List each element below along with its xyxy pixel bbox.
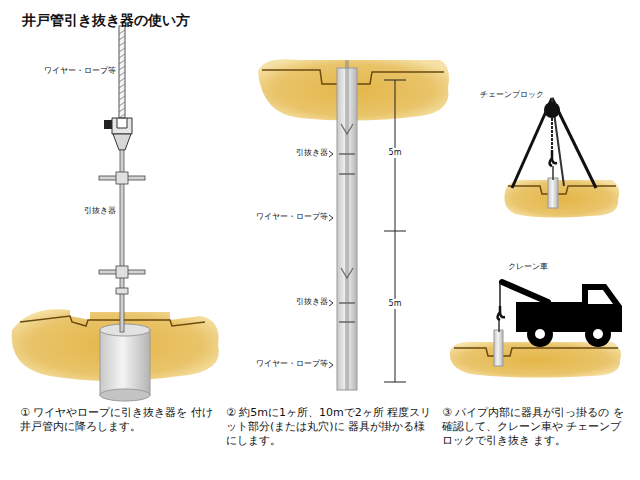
rope-strand bbox=[119, 72, 125, 76]
panel-two bbox=[258, 59, 449, 390]
ground bbox=[450, 342, 621, 378]
wheel-hub bbox=[535, 329, 545, 339]
rope-twist bbox=[119, 30, 125, 118]
shackle bbox=[112, 118, 132, 134]
part-label: チェーンブロック bbox=[468, 90, 544, 100]
wire-rope bbox=[498, 320, 500, 332]
rope-strand bbox=[119, 42, 125, 46]
dimension-label: 5m bbox=[385, 299, 405, 309]
step-caption: ③ パイプ内部に器具が引っ掛るの を確認して、クレーン車や チェーンブロックで引… bbox=[442, 406, 630, 447]
part-label: ワイヤー・ロープ等 bbox=[236, 359, 328, 369]
hook bbox=[498, 306, 506, 320]
wire-rope bbox=[552, 166, 554, 180]
rope-strand bbox=[119, 84, 125, 88]
wire-rope bbox=[119, 26, 125, 118]
upper-collar bbox=[116, 172, 128, 184]
rope-strand bbox=[119, 102, 125, 106]
dimension-tick bbox=[384, 80, 406, 81]
dimension-label: 5m bbox=[385, 148, 405, 158]
part-label: ワイヤー・ロープ等 bbox=[236, 212, 328, 222]
part-label: ワイヤー・ロープ等 bbox=[30, 66, 116, 76]
ground bbox=[504, 180, 619, 218]
part-label: 引抜き器 bbox=[260, 297, 328, 307]
wheel bbox=[585, 321, 611, 347]
well-pipe bbox=[494, 330, 503, 366]
pipe-bottom bbox=[100, 389, 150, 401]
hook bbox=[550, 150, 558, 166]
panel-three-crane bbox=[450, 282, 622, 378]
wire-rope bbox=[348, 60, 349, 390]
cab-window bbox=[588, 290, 613, 304]
panel-one bbox=[12, 26, 219, 401]
well-pipe bbox=[337, 68, 357, 390]
extractor-bar bbox=[339, 302, 355, 304]
rope-strand bbox=[119, 36, 125, 40]
rope-strand bbox=[119, 30, 125, 34]
chain-block bbox=[544, 102, 560, 118]
step-caption: ② 約5mに1ヶ所、10mで2ヶ所 程度スリット部分(または丸穴)に 器具が掛か… bbox=[226, 406, 434, 447]
rope-strand bbox=[119, 90, 125, 94]
ground-edge bbox=[508, 186, 616, 194]
wheel bbox=[527, 321, 553, 347]
rope-strand bbox=[119, 78, 125, 82]
stop-collar bbox=[116, 288, 128, 294]
rope-strand bbox=[119, 54, 125, 58]
well-pipe bbox=[100, 330, 150, 395]
extractor-head bbox=[341, 268, 353, 278]
crane-cable bbox=[499, 283, 501, 306]
panel-three-chain-block bbox=[504, 98, 619, 218]
rope-strand bbox=[119, 108, 125, 112]
chain bbox=[551, 118, 553, 150]
pipe-mouth bbox=[100, 324, 150, 336]
extractor-bar bbox=[339, 173, 355, 175]
dimension-tick bbox=[384, 231, 406, 232]
extractor-bar bbox=[339, 321, 355, 323]
well-pipe bbox=[548, 178, 558, 208]
part-label: クレーン車 bbox=[508, 262, 578, 272]
lower-collar bbox=[116, 266, 128, 278]
crane-boom bbox=[502, 282, 548, 302]
funnel-head bbox=[113, 134, 131, 150]
part-label: 引抜き器 bbox=[260, 148, 328, 158]
shackle-bolt bbox=[104, 120, 112, 129]
part-label: 引抜き器 bbox=[56, 206, 116, 216]
wire-rope bbox=[346, 60, 347, 390]
extractor-bar bbox=[339, 153, 355, 155]
wheel-hub bbox=[593, 329, 603, 339]
step-caption: ① ワイヤやロープに引き抜き器を 付け井戸管内に降ろします。 bbox=[20, 406, 216, 434]
ground-edge bbox=[454, 348, 618, 356]
rope-strand bbox=[119, 60, 125, 64]
rope-strand bbox=[119, 66, 125, 70]
extractor-head bbox=[341, 124, 353, 134]
diagram-title: 井戸管引き抜き器の使い方 bbox=[22, 12, 282, 30]
rope-strand bbox=[119, 96, 125, 100]
rope-strand bbox=[119, 48, 125, 52]
rope-strand bbox=[119, 114, 125, 118]
pointer-marks bbox=[329, 151, 333, 368]
dimension-tick bbox=[384, 382, 406, 383]
